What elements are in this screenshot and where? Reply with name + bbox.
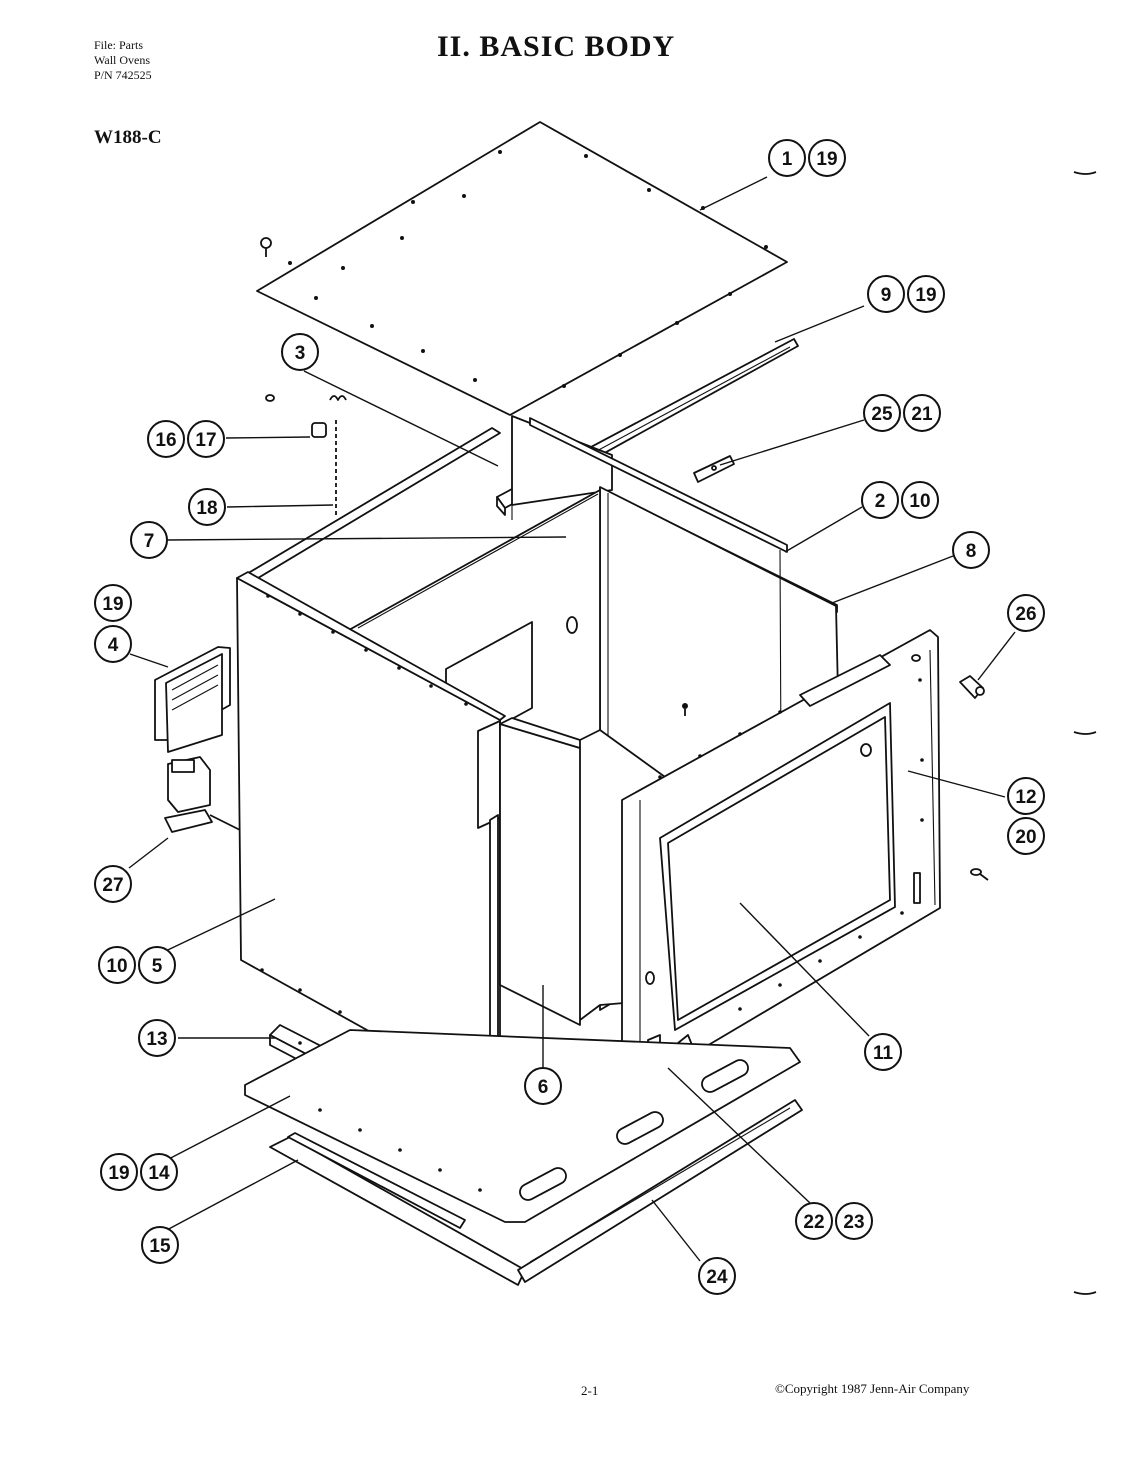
- callout-label: 23: [843, 1212, 864, 1233]
- callout-label: 5: [152, 956, 163, 977]
- bracket-clip: [693, 455, 735, 483]
- file-info: File: Parts Wall Ovens P/N 742525: [94, 38, 152, 83]
- callout-label: 7: [144, 531, 155, 552]
- file-info-line-1: File: Parts: [94, 38, 144, 52]
- callout-label: 16: [155, 430, 176, 451]
- callout-10: 10: [98, 946, 136, 984]
- callout-17: 17: [187, 420, 225, 458]
- front-screw-icon: [970, 868, 989, 881]
- callout-19: 19: [94, 584, 132, 622]
- callout-14: 14: [140, 1153, 178, 1191]
- terminal-block: [164, 756, 241, 833]
- front-frame: [621, 629, 941, 1104]
- callout-7: 7: [130, 521, 168, 559]
- callout-label: 10: [106, 956, 127, 977]
- page-title: II. BASIC BODY: [437, 30, 676, 63]
- front-trim: [269, 1132, 526, 1286]
- callout-2: 2: [861, 481, 899, 519]
- callout-label: 24: [706, 1267, 728, 1288]
- callout-label: 13: [146, 1029, 167, 1050]
- callout-19: 19: [100, 1153, 138, 1191]
- callout-13: 13: [138, 1019, 176, 1057]
- scan-edge-marks: [1073, 171, 1097, 1295]
- callout-label: 12: [1015, 787, 1036, 808]
- callout-label: 15: [149, 1236, 171, 1257]
- callout-label: 8: [966, 541, 977, 562]
- callout-26: 26: [1007, 594, 1045, 632]
- callout-18: 18: [188, 488, 226, 526]
- callout-4: 4: [94, 625, 132, 663]
- callout-10: 10: [901, 481, 939, 519]
- callout-8: 8: [952, 531, 990, 569]
- callout-label: 18: [196, 498, 217, 519]
- callout-label: 1: [782, 149, 793, 170]
- callout-label: 6: [538, 1077, 549, 1098]
- sensor-fitting: [959, 675, 985, 699]
- callout-label: 10: [909, 491, 930, 512]
- rear-trim: [517, 1099, 803, 1283]
- file-info-line-3: P/N 742525: [94, 68, 152, 82]
- page-number: 2-1: [581, 1383, 599, 1398]
- callout-label: 19: [915, 285, 936, 306]
- junction-box-bracket: [154, 646, 231, 753]
- callout-label: 20: [1015, 827, 1036, 848]
- callout-11: 11: [864, 1033, 902, 1071]
- leader-lines: [128, 176, 1016, 1262]
- callout-27: 27: [94, 865, 132, 903]
- callout-6: 6: [524, 1067, 562, 1105]
- callout-5: 5: [138, 946, 176, 984]
- callout-label: 11: [873, 1043, 894, 1064]
- callout-25: 25: [863, 394, 901, 432]
- callout-label: 2: [875, 491, 886, 512]
- wire-harness: [311, 395, 347, 515]
- callout-label: 17: [195, 430, 216, 451]
- callout-label: 14: [148, 1163, 170, 1184]
- base-plate: [244, 1029, 801, 1223]
- callout-21: 21: [903, 394, 941, 432]
- top-panel: [256, 121, 788, 416]
- callout-label: 27: [102, 875, 123, 896]
- callout-label: 3: [295, 343, 306, 364]
- callout-12: 12: [1007, 777, 1045, 815]
- callout-label: 4: [108, 635, 119, 656]
- callout-label: 9: [881, 285, 892, 306]
- file-info-line-2: Wall Ovens: [94, 53, 151, 67]
- callout-label: 19: [816, 149, 837, 170]
- screw-icon: [260, 237, 272, 257]
- small-clip-icon: [265, 394, 275, 402]
- model-number: W188-C: [94, 127, 162, 148]
- callout-16: 16: [147, 420, 185, 458]
- callout-23: 23: [835, 1202, 873, 1240]
- callout-20: 20: [1007, 817, 1045, 855]
- callout-19: 19: [808, 139, 846, 177]
- callout-label: 19: [102, 594, 123, 615]
- callout-label: 26: [1015, 604, 1036, 625]
- callout-15: 15: [141, 1226, 179, 1264]
- callout-label: 21: [911, 404, 933, 425]
- callout-1: 1: [768, 139, 806, 177]
- callout-label: 22: [803, 1212, 824, 1233]
- callout-label: 25: [871, 404, 893, 425]
- callout-3: 3: [281, 333, 319, 371]
- callout-19: 19: [907, 275, 945, 313]
- callout-9: 9: [867, 275, 905, 313]
- callout-24: 24: [698, 1257, 736, 1295]
- callout-label: 19: [108, 1163, 129, 1184]
- front-panel: [499, 717, 581, 1026]
- callout-22: 22: [795, 1202, 833, 1240]
- copyright-notice: ©Copyright 1987 Jenn-Air Company: [775, 1381, 970, 1396]
